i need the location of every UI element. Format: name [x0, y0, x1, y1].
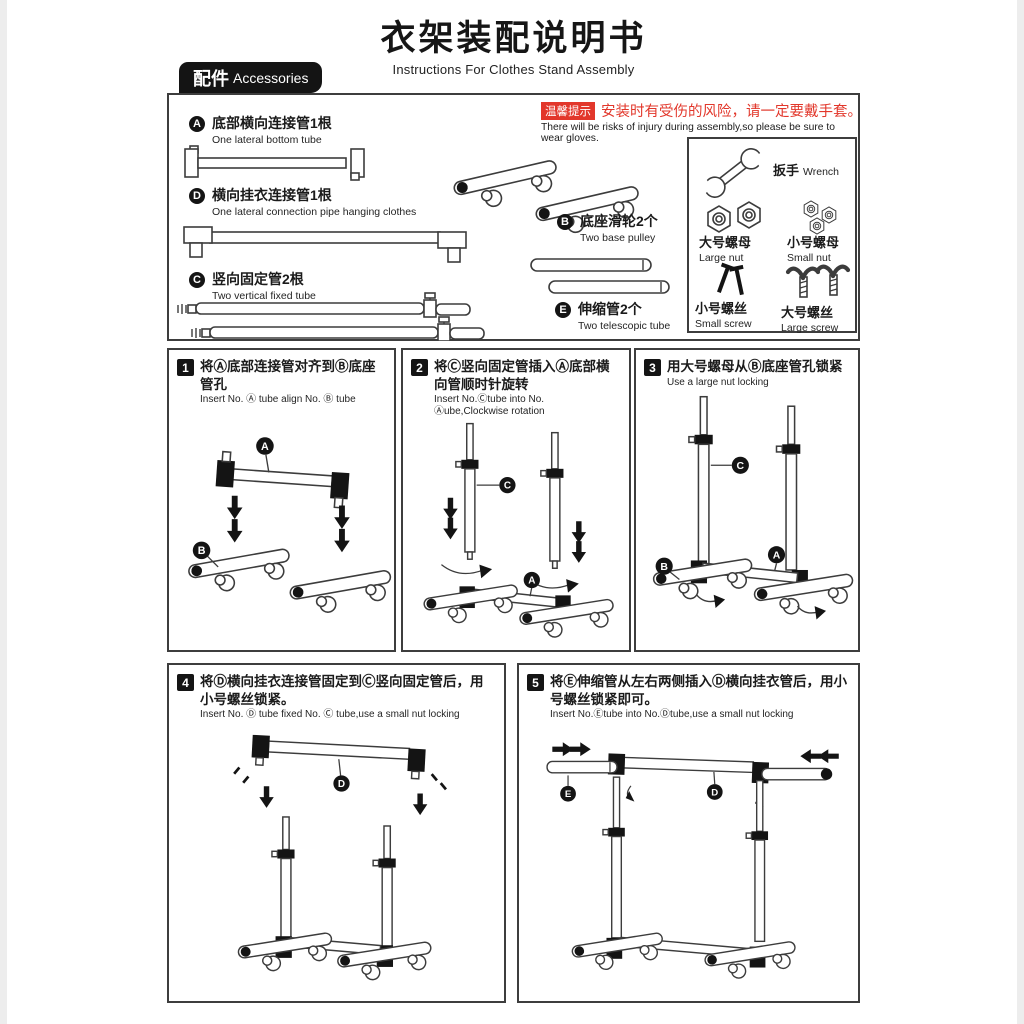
part-d-drawing	[183, 226, 467, 263]
step-3-zh: 用大号螺母从Ⓑ底座管孔锁紧	[667, 359, 843, 374]
part-d-zh: 横向挂衣连接管1根	[212, 187, 332, 203]
part-d-en: One lateral connection pipe hanging clot…	[212, 205, 417, 218]
step-2-diagram: C A	[409, 422, 623, 646]
wrench-icon	[697, 148, 769, 198]
step-2-number: 2	[411, 359, 428, 376]
scan-edge-right	[1017, 0, 1024, 1024]
step-1-header: 1 将Ⓐ底部连接管对齐到Ⓑ底座管孔 Insert No. Ⓐ tube alig…	[169, 350, 394, 406]
step-3-number: 3	[644, 359, 661, 376]
accessories-tab-en: Accessories	[233, 69, 309, 86]
diagram-label-d: D	[711, 788, 718, 799]
page-title: 衣架装配说明书 Instructions For Clothes Stand A…	[167, 10, 860, 77]
step-5-header: 5 将Ⓔ伸缩管从左右两侧插入Ⓓ横向挂衣管后，用小号螺丝锁紧即可。 Insert …	[519, 665, 858, 721]
part-a-label: A 底部横向连接管1根 One lateral bottom tube	[189, 115, 332, 146]
step-2-header: 2 将Ⓒ竖向固定管插入Ⓐ底部横向管顺时针旋转 Insert No.Ⓒtube i…	[403, 350, 629, 418]
part-a-en: One lateral bottom tube	[212, 133, 322, 146]
step-1-panel: 1 将Ⓐ底部连接管对齐到Ⓑ底座管孔 Insert No. Ⓐ tube alig…	[167, 348, 396, 652]
diagram-label-c: C	[737, 461, 745, 472]
part-b-en: Two base pulley	[580, 231, 656, 244]
step-1-diagram: A B	[172, 437, 392, 642]
part-c-en: Two vertical fixed tube	[212, 289, 316, 302]
step-5-en: Insert No.Ⓔtube into No.Ⓓtube,use a smal…	[550, 709, 794, 721]
accessories-panel: 温馨提示 安装时有受伤的风险，请一定要戴手套。 There will be ri…	[167, 93, 862, 341]
step-2-panel: 2 将Ⓒ竖向固定管插入Ⓐ底部横向管顺时针旋转 Insert No.Ⓒtube i…	[401, 348, 631, 652]
part-c-zh: 竖向固定管2根	[212, 271, 304, 287]
step-5-zh: 将Ⓔ伸缩管从左右两侧插入Ⓓ横向挂衣管后，用小号螺丝锁紧即可。	[550, 674, 847, 707]
step-4-en: Insert No. Ⓓ tube fixed No. Ⓒ tube,use a…	[200, 709, 460, 721]
small-nut-icon	[803, 200, 837, 235]
step-1-number: 1	[177, 359, 194, 376]
part-e-drawing	[530, 258, 670, 294]
step-5-panel: 5 将Ⓔ伸缩管从左右两侧插入Ⓓ横向挂衣管后，用小号螺丝锁紧即可。 Insert …	[517, 663, 860, 1003]
part-c-drawing	[177, 292, 485, 341]
accessories-tab-zh: 配件	[193, 68, 229, 89]
step-5-number: 5	[527, 674, 544, 691]
part-c-label: C 竖向固定管2根 Two vertical fixed tube	[189, 271, 316, 302]
step-4-panel: 4 将Ⓓ横向挂衣连接管固定到Ⓒ竖向固定管后，用小号螺丝锁紧。 Insert No…	[167, 663, 506, 1003]
part-b-label: B 底座滑轮2个 Two base pulley	[557, 213, 658, 244]
part-a-zh: 底部横向连接管1根	[212, 115, 332, 131]
part-d-badge: D	[189, 188, 205, 204]
part-e-zh: 伸缩管2个	[578, 301, 642, 317]
part-d-label: D 横向挂衣连接管1根 One lateral connection pipe …	[189, 187, 416, 218]
step-1-zh: 将Ⓐ底部连接管对齐到Ⓑ底座管孔	[200, 359, 376, 392]
large-screw-label: 大号螺丝 Large screw	[781, 305, 838, 335]
diagram-label-b: B	[197, 545, 205, 557]
step-4-diagram: D	[232, 734, 447, 985]
diagram-label-a: A	[528, 576, 535, 587]
large-screw-zh: 大号螺丝	[781, 305, 834, 320]
tools-panel: 扳手 Wrench 大号螺母 Large nut 小号螺母 Small nut	[687, 137, 857, 335]
warning-badge: 温馨提示	[541, 101, 595, 120]
accessories-tab: 配件 Accessories	[179, 62, 323, 93]
part-b-zh: 底座滑轮2个	[580, 213, 658, 229]
diagram-label-b: B	[660, 562, 668, 573]
diagram-label-e: E	[564, 789, 571, 800]
small-screw-en: Small screw	[695, 318, 752, 331]
small-screw-label: 小号螺丝 Small screw	[695, 301, 752, 331]
step-2-en: Insert No.Ⓒtube into No. Ⓐube,Clockwise …	[434, 394, 545, 418]
small-nut-label: 小号螺母 Small nut	[787, 235, 839, 265]
title-zh: 衣架装配说明书	[380, 19, 647, 58]
large-nut-en: Large nut	[699, 252, 744, 265]
part-b-badge: B	[557, 214, 573, 230]
step-3-header: 3 用大号螺母从Ⓑ底座管孔锁紧 Use a large nut locking	[636, 350, 858, 389]
small-screw-zh: 小号螺丝	[695, 301, 748, 316]
step-1-en: Insert No. Ⓐ tube align No. Ⓑ tube	[200, 394, 356, 406]
part-a-drawing	[184, 145, 365, 181]
step-4-zh: 将Ⓓ横向挂衣连接管固定到Ⓒ竖向固定管后，用小号螺丝锁紧。	[200, 674, 484, 707]
step-4-number: 4	[177, 674, 194, 691]
warning-text-zh: 安装时有受伤的风险，请一定要戴手套。	[601, 104, 862, 120]
part-e-badge: E	[555, 302, 571, 318]
part-e-en: Two telescopic tube	[578, 319, 671, 332]
step-3-panel: 3 用大号螺母从Ⓑ底座管孔锁紧 Use a large nut locking …	[634, 348, 860, 652]
large-nut-zh: 大号螺母	[699, 235, 752, 250]
small-screw-icon	[717, 262, 744, 296]
large-nut-label: 大号螺母 Large nut	[699, 235, 751, 265]
step-5-diagram: E D	[545, 742, 839, 985]
diagram-label-a: A	[261, 441, 269, 453]
diagram-label-a: A	[773, 550, 781, 561]
warning-text-en: There will be risks of injury during ass…	[541, 122, 835, 144]
diagram-label-d: D	[337, 779, 344, 790]
part-c-badge: C	[189, 272, 205, 288]
diagram-label-c: C	[504, 481, 511, 492]
scan-edge-left	[0, 0, 7, 1024]
wrench-zh: 扳手	[773, 163, 800, 178]
large-nut-icon	[707, 201, 761, 233]
part-e-label: E 伸缩管2个 Two telescopic tube	[555, 301, 670, 332]
wrench-label: 扳手 Wrench	[773, 163, 839, 179]
large-screw-en: Large screw	[781, 322, 839, 335]
safety-warning: 温馨提示 安装时有受伤的风险，请一定要戴手套。 There will be ri…	[541, 100, 862, 144]
step-3-diagram: C A B	[639, 395, 855, 629]
wrench-en: Wrench	[803, 166, 840, 178]
title-en: Instructions For Clothes Stand Assembly	[392, 62, 635, 77]
small-nut-zh: 小号螺母	[787, 235, 840, 250]
small-nut-en: Small nut	[787, 252, 831, 265]
part-a-badge: A	[189, 116, 205, 132]
large-screw-icon	[781, 257, 853, 305]
step-4-header: 4 将Ⓓ横向挂衣连接管固定到Ⓒ竖向固定管后，用小号螺丝锁紧。 Insert No…	[169, 665, 504, 721]
step-3-en: Use a large nut locking	[667, 376, 769, 388]
step-2-zh: 将Ⓒ竖向固定管插入Ⓐ底部横向管顺时针旋转	[434, 359, 610, 392]
